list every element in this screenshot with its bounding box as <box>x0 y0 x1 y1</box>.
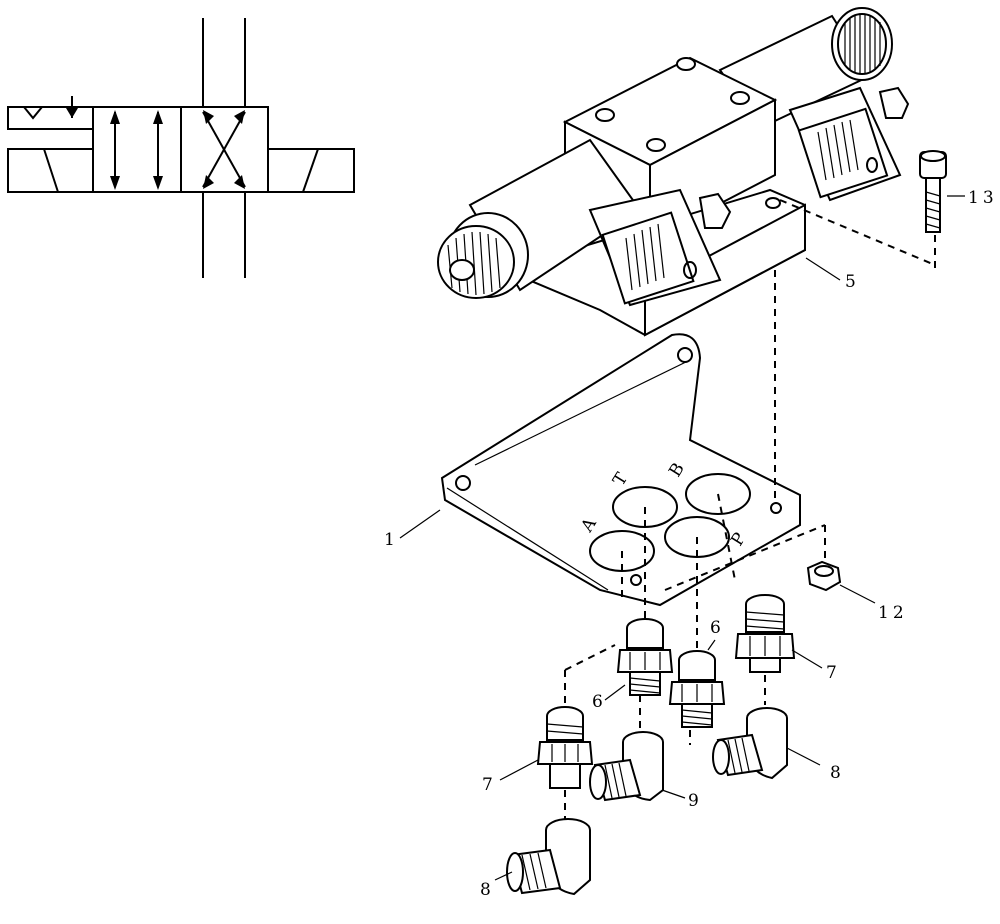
solenoid-valve-5 <box>437 7 910 337</box>
callout-9: 9 <box>688 791 699 811</box>
nut-12 <box>806 560 876 604</box>
elbow-fitting-8-right <box>712 707 821 780</box>
assembly-guide-lines <box>564 199 936 820</box>
callout-6-middle: 6 <box>710 618 721 638</box>
mounting-bracket-1: T B A P <box>399 333 801 607</box>
callout-8-right: 8 <box>830 763 841 783</box>
callout-12: 12 <box>878 603 908 623</box>
straight-fitting-7-left <box>499 706 594 789</box>
elbow-fitting-8-bottom <box>494 818 591 896</box>
callout-6-left: 6 <box>592 692 603 712</box>
callout-labels: 1 5 6 6 7 7 8 8 9 12 13 <box>384 188 998 900</box>
straight-fitting-6-middle <box>668 639 726 728</box>
callout-8-bottom: 8 <box>480 880 491 900</box>
callout-13: 13 <box>968 188 998 208</box>
callout-7-right: 7 <box>826 663 837 683</box>
elbow-fitting-9 <box>589 731 686 802</box>
callout-1: 1 <box>384 530 395 550</box>
valve-schematic-symbol <box>7 18 355 278</box>
straight-fitting-6-left <box>604 618 674 701</box>
callout-7-left: 7 <box>482 775 493 795</box>
callout-5: 5 <box>845 272 856 292</box>
bolt-13 <box>919 150 965 233</box>
straight-fitting-7-right <box>734 594 823 673</box>
